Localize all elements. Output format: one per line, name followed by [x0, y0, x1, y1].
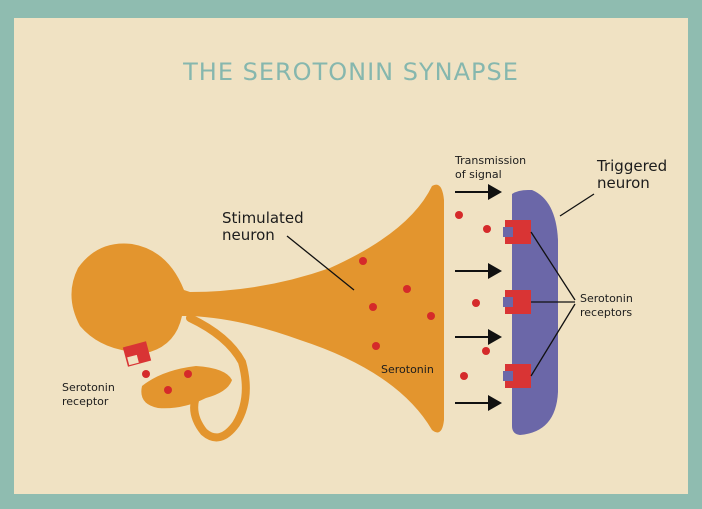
receptor: [503, 364, 531, 388]
triggered-neuron-label: Triggered neuron: [597, 158, 667, 192]
serotonin-dot: [455, 211, 463, 219]
stimulated-neuron-label: Stimulated neuron: [222, 210, 304, 244]
serotonin-dot: [372, 342, 380, 350]
serotonin-receptors-label: Serotonin receptors: [580, 292, 633, 320]
serotonin-dot: [142, 370, 150, 378]
serotonin-label: Serotonin: [381, 363, 434, 377]
serotonin-dot: [427, 312, 435, 320]
serotonin-dot: [482, 347, 490, 355]
triggered-neuron-leader: [560, 194, 594, 216]
serotonin-dot: [184, 370, 192, 378]
serotonin-dot: [359, 257, 367, 265]
transmission-label: Transmission of signal: [455, 154, 526, 182]
receptor: [503, 220, 531, 244]
serotonin-dot: [164, 386, 172, 394]
serotonin-dot: [472, 299, 480, 307]
serotonin-dot: [403, 285, 411, 293]
serotonin-dot: [460, 372, 468, 380]
serotonin-dot: [483, 225, 491, 233]
receptor: [503, 290, 531, 314]
serotonin-receptor-label: Serotonin receptor: [62, 381, 115, 409]
serotonin-dot: [369, 303, 377, 311]
